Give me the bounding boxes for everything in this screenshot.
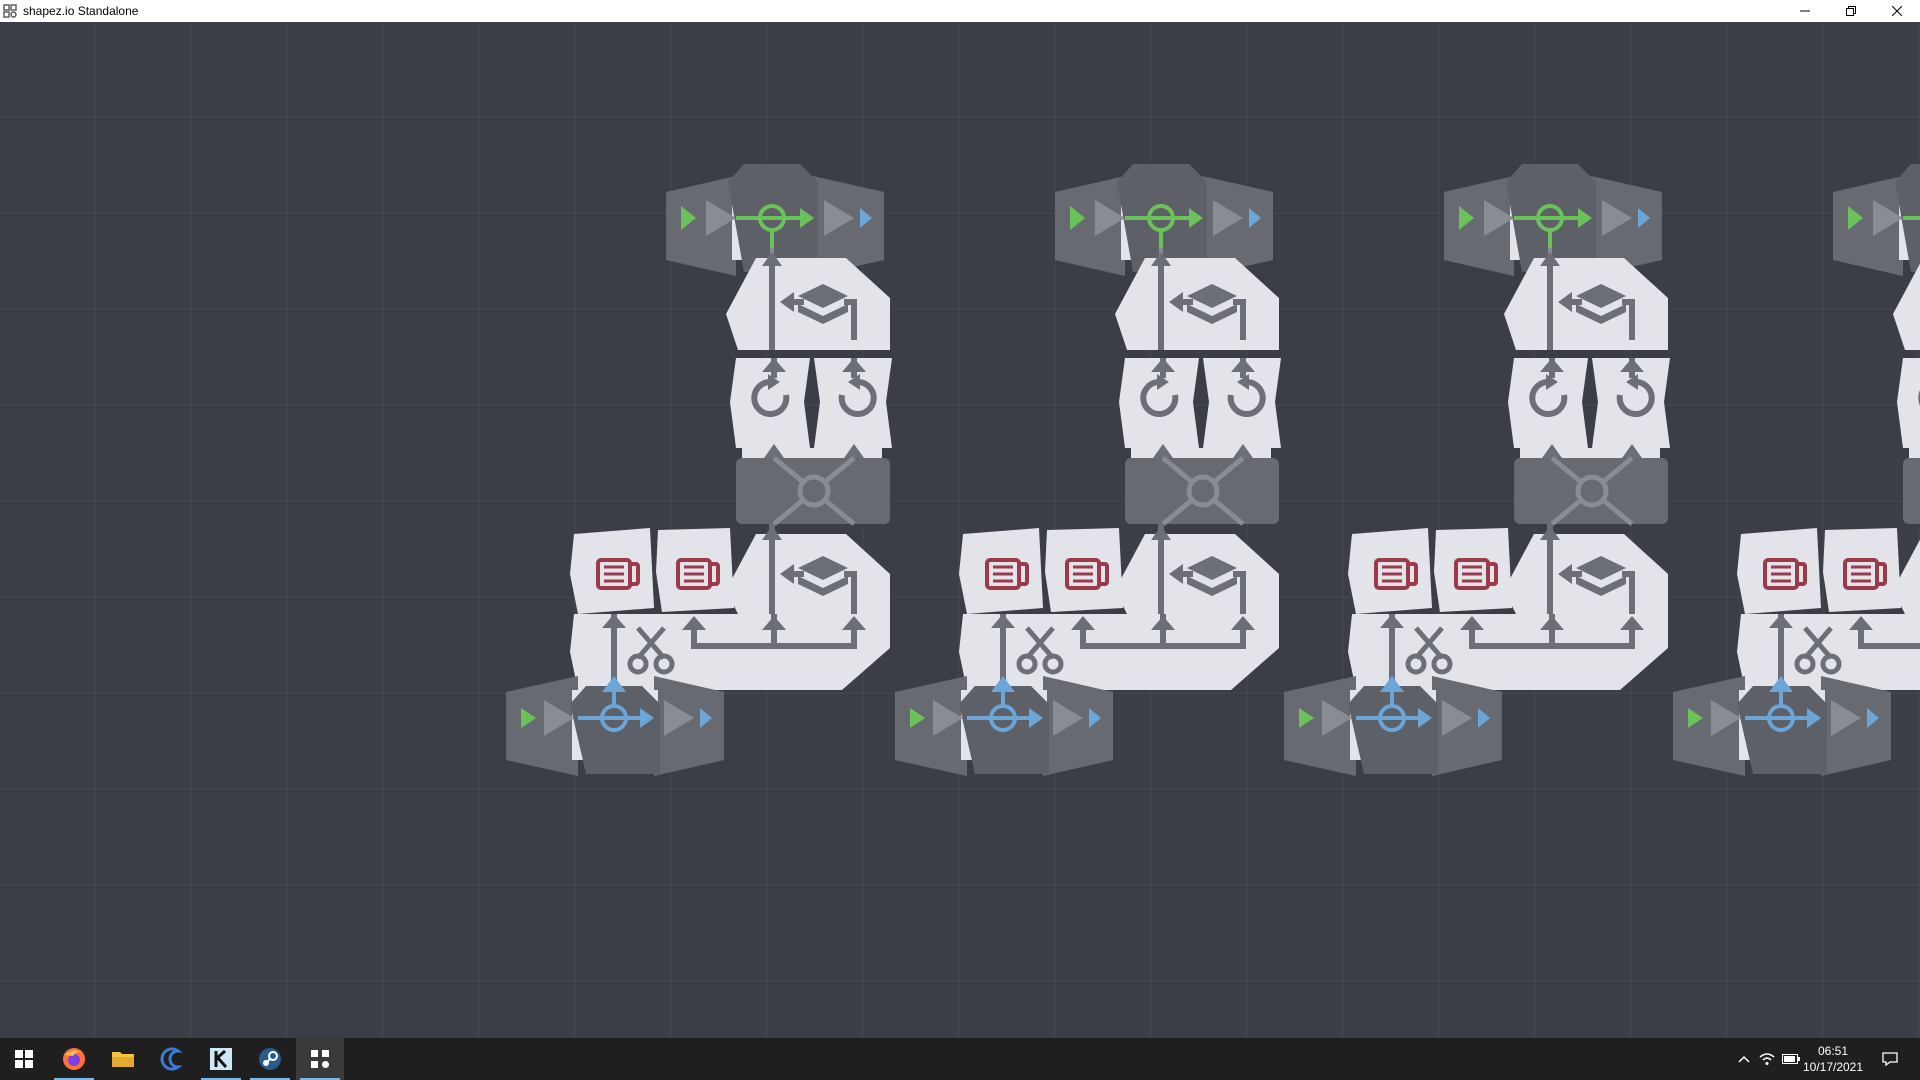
steam-icon (259, 1048, 281, 1070)
factory-layout (0, 22, 1920, 1038)
clock-time: 06:51 (1817, 1044, 1849, 1058)
taskbar-eclipse[interactable] (148, 1038, 196, 1080)
chevron-up-icon (1738, 1055, 1750, 1063)
shapez-icon (3, 4, 17, 18)
game-canvas[interactable] (0, 22, 1920, 1038)
window-titlebar: shapez.io Standalone (0, 0, 1920, 22)
close-icon (1892, 6, 1902, 16)
taskbar-file-explorer[interactable] (99, 1038, 147, 1080)
start-button[interactable] (0, 1038, 48, 1080)
minimize-button[interactable] (1782, 0, 1828, 22)
taskbar: 06:51 10/17/2021 (0, 1038, 1920, 1080)
close-button[interactable] (1874, 0, 1920, 22)
wifi-icon (1759, 1053, 1775, 1065)
restore-button[interactable] (1828, 0, 1874, 22)
module-3 (1284, 164, 1670, 776)
taskbar-shapez[interactable] (296, 1038, 344, 1080)
minimize-icon (1800, 10, 1810, 12)
module-1 (506, 164, 892, 776)
battery-icon (1782, 1054, 1800, 1064)
taskbar-steam[interactable] (246, 1038, 294, 1080)
clock[interactable]: 06:51 10/17/2021 (1798, 1043, 1868, 1075)
module-4 (1673, 164, 1920, 776)
restore-icon (1846, 6, 1856, 16)
firefox-icon (63, 1048, 85, 1070)
notification-center-button[interactable] (1870, 1038, 1910, 1080)
taskbar-firefox[interactable] (50, 1038, 98, 1080)
clock-date: 10/17/2021 (1802, 1060, 1864, 1074)
tray-overflow[interactable] (1734, 1038, 1754, 1080)
taskbar-app-k[interactable] (197, 1038, 245, 1080)
tray-battery[interactable] (1780, 1038, 1802, 1080)
tray-network[interactable] (1756, 1038, 1778, 1080)
windows-logo-icon (15, 1050, 33, 1068)
shapez-icon (311, 1050, 329, 1068)
eclipse-icon (160, 1047, 183, 1071)
module-2 (895, 164, 1281, 776)
k-app-icon (210, 1048, 232, 1070)
folder-icon (112, 1052, 134, 1067)
notification-icon (1882, 1052, 1898, 1066)
window-title: shapez.io Standalone (23, 4, 139, 18)
